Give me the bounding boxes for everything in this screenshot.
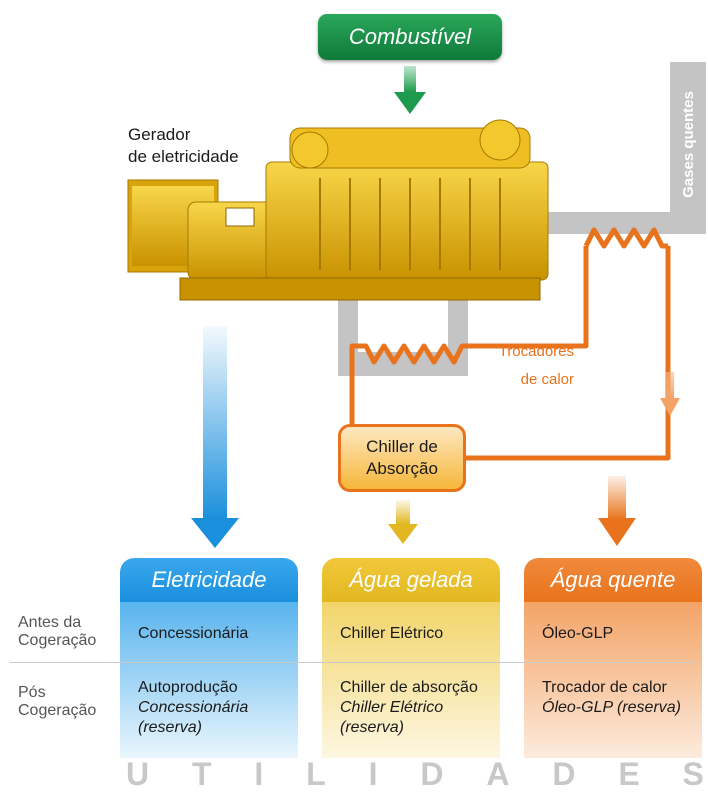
chilled-water-after-cell: Chiller de absorção Chiller Elétrico (re…: [340, 678, 494, 738]
generator-engine-image: [127, 119, 549, 301]
heat-exchanger-zigzag-icon: [583, 227, 668, 249]
generator-label-line1: Gerador: [128, 125, 191, 144]
row-divider: [10, 662, 696, 663]
utilities-letter: A: [486, 756, 510, 792]
electricity-before-cell: Concessionária: [138, 625, 249, 642]
hot-water-before-cell: Óleo-GLP: [542, 625, 614, 642]
hot-water-down-arrow-icon: [598, 476, 636, 546]
chilled-water-after-main: Chiller de absorção: [340, 679, 478, 696]
electricity-after-cell: Autoprodução Concessionária (reserva): [138, 678, 292, 738]
absorption-chiller-box: Chiller de Absorção: [338, 424, 466, 492]
heat-recovery-circuit: [349, 246, 671, 461]
heat-exchanger-zigzag-icon: [349, 343, 470, 376]
utilities-letter: D: [552, 756, 576, 792]
chiller-line2: Absorção: [366, 459, 438, 478]
row-label-after-line2: Cogeração: [18, 702, 97, 719]
heat-exchangers-label: Trocadores de calor: [470, 338, 574, 394]
utilities-letter: I: [254, 756, 264, 792]
chilled-water-after-italic2: (reserva): [340, 719, 405, 736]
utilities-heading: U T I L I D A D E S: [0, 758, 708, 790]
row-label-after-line1: Pós: [18, 684, 46, 701]
hot-water-column-body: Óleo-GLP Trocador de calor Óleo-GLP (res…: [524, 602, 702, 758]
hot-gases-label: Gases quentes: [679, 90, 697, 198]
hot-water-loop-arrow-icon: [660, 372, 680, 416]
electricity-after-italic2: (reserva): [138, 719, 203, 736]
chilled-water-after-italic1: Chiller Elétrico: [340, 699, 444, 716]
chilled-water-column-title: Água gelada: [322, 558, 500, 602]
chilled-water-column-body: Chiller Elétrico Chiller de absorção Chi…: [322, 602, 500, 758]
row-label-before-line1: Antes da: [18, 614, 82, 631]
chilled-water-column: Água gelada Chiller Elétrico Chiller de …: [322, 558, 500, 758]
fuel-label: Combustível: [348, 24, 472, 49]
heat-exchangers-line1: Trocadores: [498, 343, 574, 360]
hot-water-column-title: Água quente: [524, 558, 702, 602]
row-label-after: Pós Cogeração: [18, 684, 96, 720]
hot-water-after-main: Trocador de calor: [542, 679, 667, 696]
utilities-letter: I: [368, 756, 378, 792]
chiller-line1: Chiller de: [366, 437, 438, 456]
fuel-label-box: Combustível: [318, 14, 502, 60]
electricity-column-title: Eletricidade: [120, 558, 298, 602]
row-label-before-line2: Cogeração: [18, 632, 97, 649]
utilities-letter: U: [126, 756, 150, 792]
electricity-after-main: Autoprodução: [138, 679, 238, 696]
row-label-before: Antes da Cogeração: [18, 614, 96, 650]
hot-water-after-italic1: Óleo-GLP (reserva): [542, 699, 681, 716]
hot-water-after-cell: Trocador de calor Óleo-GLP (reserva): [542, 678, 696, 718]
chilled-water-down-arrow-icon: [388, 500, 418, 544]
utilities-letter: D: [420, 756, 444, 792]
electricity-column: Eletricidade Concessionária Autoprodução…: [120, 558, 298, 758]
hot-water-column: Água quente Óleo-GLP Trocador de calor Ó…: [524, 558, 702, 758]
hot-gases-label-box: Gases quentes: [672, 68, 704, 220]
utilities-letter: E: [618, 756, 640, 792]
generator-label-line2: de eletricidade: [128, 147, 239, 166]
electricity-after-italic1: Concessionária: [138, 699, 249, 716]
generator-label: Gerador de eletricidade: [128, 124, 239, 168]
hot-gas-duct: [338, 62, 706, 376]
heat-exchangers-line2: de calor: [520, 371, 574, 388]
electricity-down-arrow-icon: [191, 326, 239, 548]
utilities-letter: T: [191, 756, 212, 792]
utilities-letter: S: [682, 756, 704, 792]
chilled-water-before-cell: Chiller Elétrico: [340, 625, 444, 642]
utilities-letter: L: [306, 756, 326, 792]
electricity-column-body: Concessionária Autoprodução Concessionár…: [120, 602, 298, 758]
fuel-down-arrow-icon: [394, 66, 426, 114]
